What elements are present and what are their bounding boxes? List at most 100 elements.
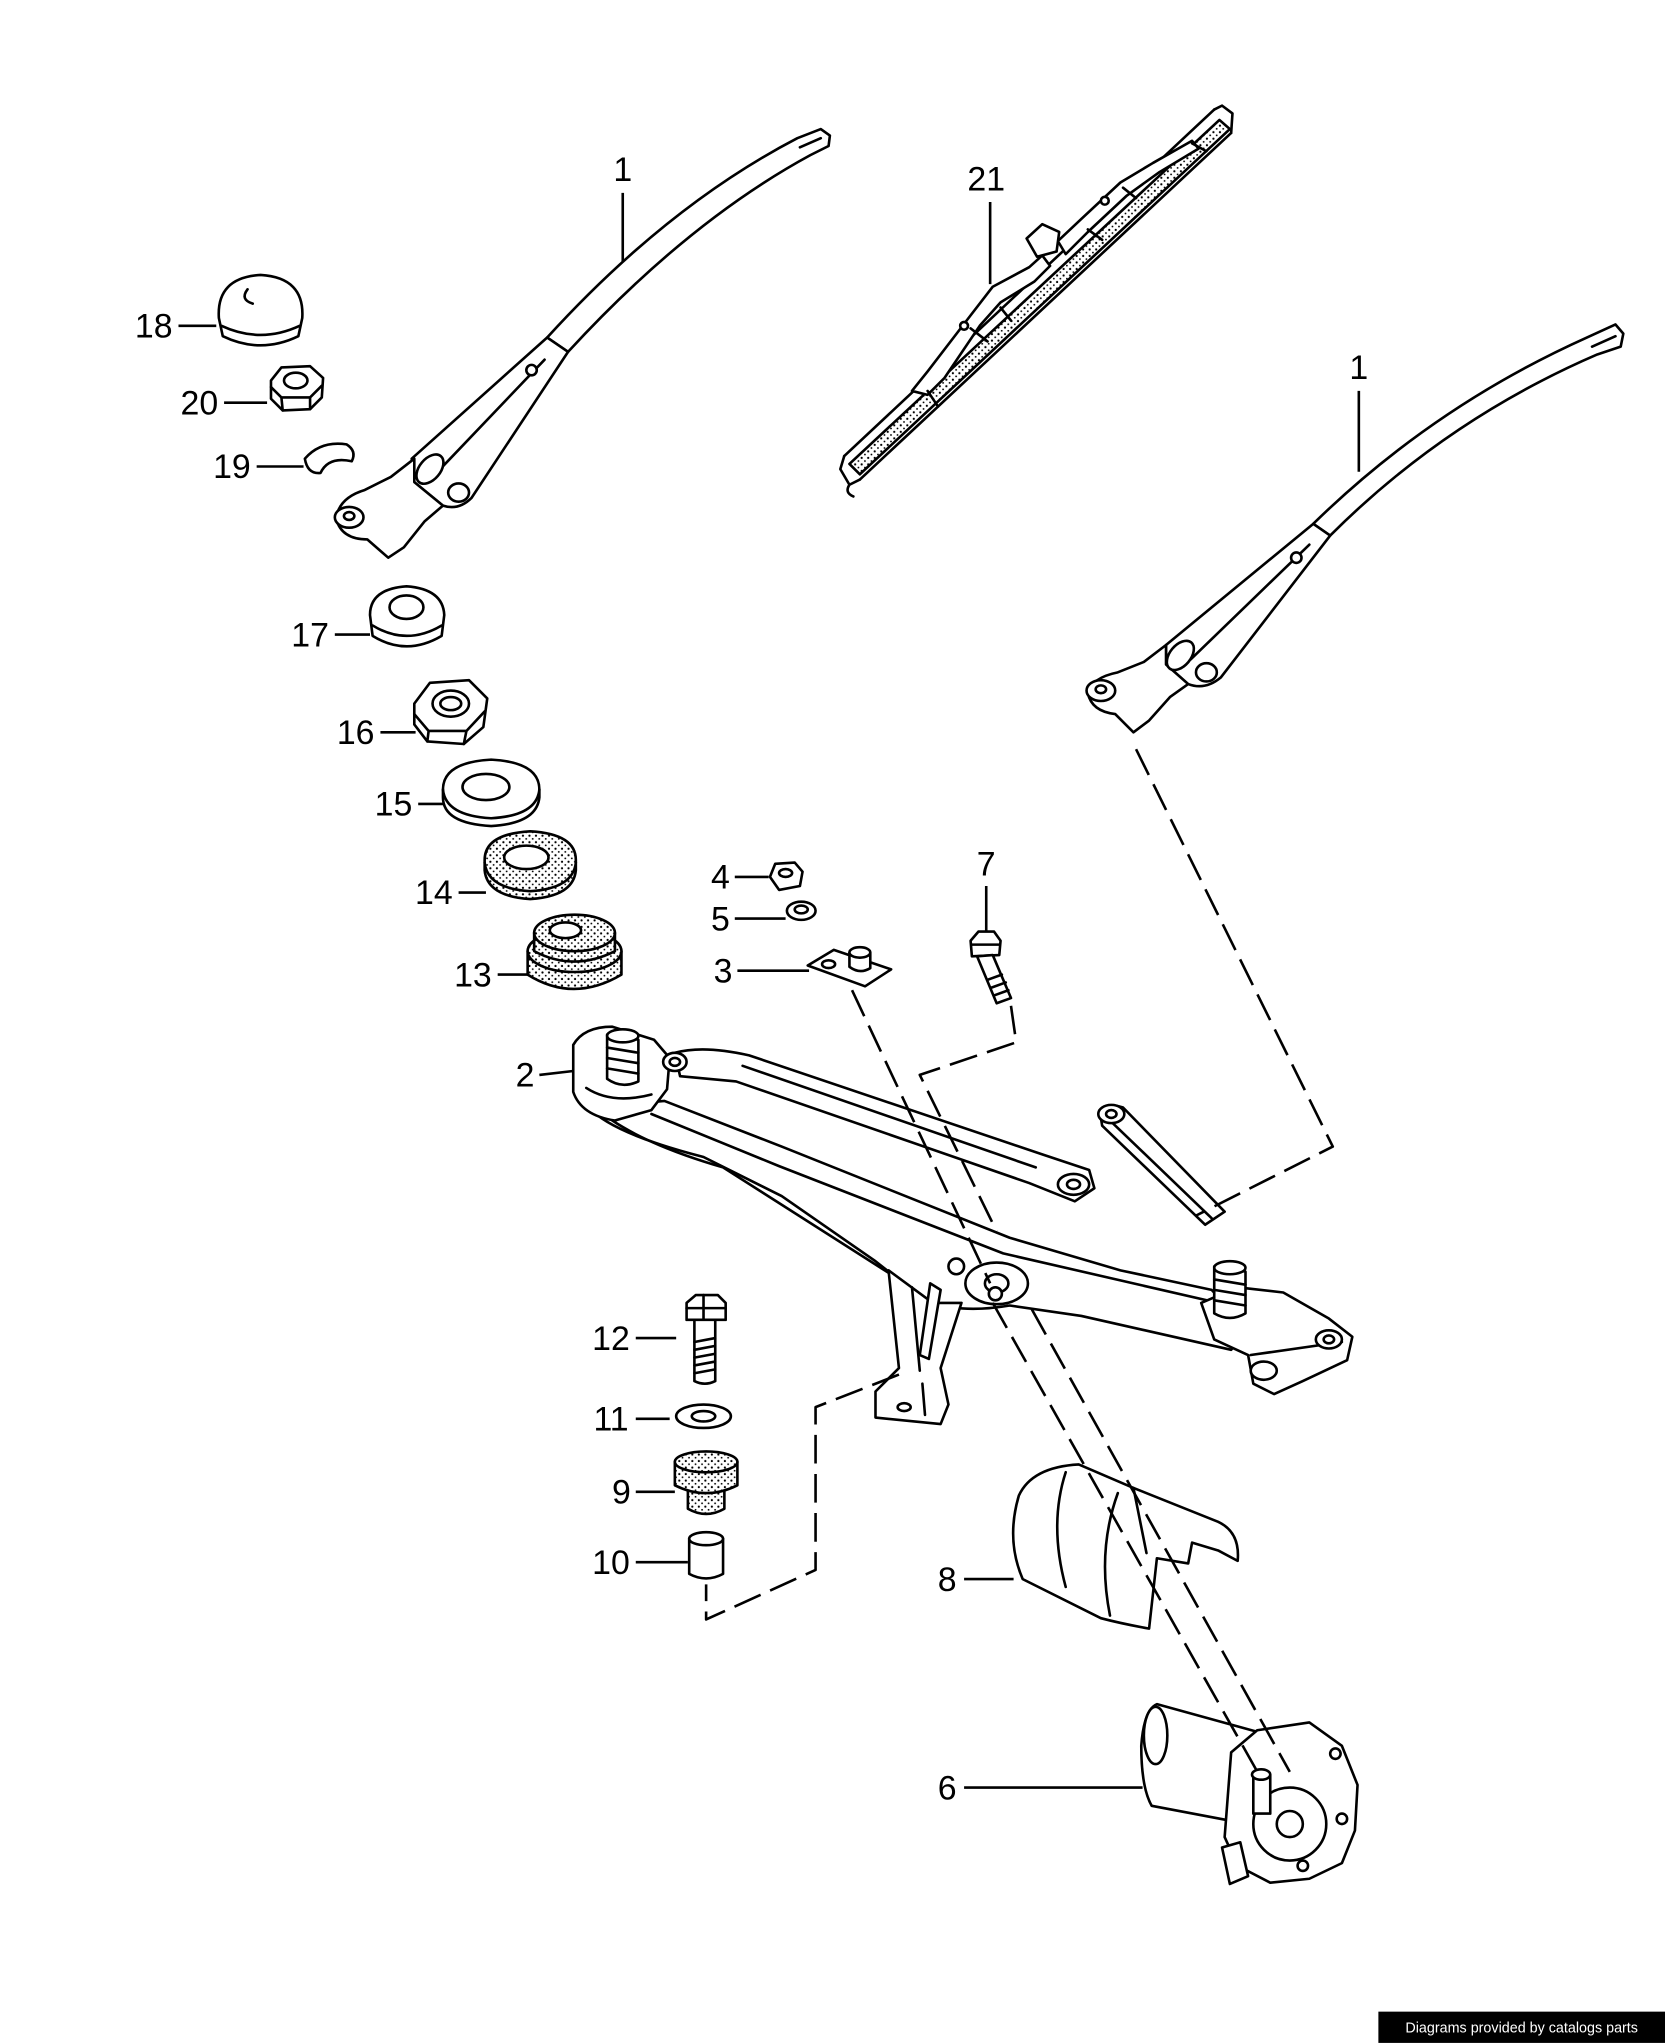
cover-shell <box>1011 1463 1240 1630</box>
assembly-lines <box>704 748 1335 1780</box>
blade-rivet <box>1099 195 1110 206</box>
callout-labels: 1 21 18 20 19 1 17 16 15 4 7 5 14 3 13 2… <box>135 151 1368 1807</box>
blade-end-cap-bottom <box>839 454 862 498</box>
bracket-edges <box>910 1285 927 1417</box>
rubber-mount <box>673 1450 739 1516</box>
footer-credit: Diagrams provided by catalogs parts <box>1378 2011 1665 2043</box>
callout-bracket-plate: 3 <box>714 952 733 990</box>
assembly-line <box>918 1005 1018 1232</box>
cap-mark <box>243 288 255 305</box>
callout-hex-bolt-lower: 12 <box>592 1320 630 1358</box>
hex-nut <box>412 678 489 746</box>
gearbox-screw <box>1335 1812 1349 1826</box>
blade-rivet <box>958 320 970 332</box>
callout-motor-cover: 8 <box>938 1561 957 1599</box>
bracket-rib <box>918 1282 942 1361</box>
frame-channel-line <box>650 1112 1220 1305</box>
blade-end-cap-top <box>1212 104 1234 135</box>
washer-body <box>303 442 355 475</box>
bushing-hole <box>548 921 583 940</box>
hex-bolt-upper <box>969 930 1013 1005</box>
stud-nut <box>768 861 804 892</box>
callout-wiper-motor: 6 <box>938 1769 957 1807</box>
output-shaft-top <box>1250 1768 1272 1782</box>
cover-contours <box>1056 1470 1148 1617</box>
wiper-arm-left <box>333 127 832 559</box>
arm-mount-hole <box>342 510 356 522</box>
bolt-threads <box>693 1336 717 1375</box>
callout-crescent-washer: 19 <box>213 448 251 486</box>
callout-cover-cap: 18 <box>135 308 173 346</box>
arm-mount-eye <box>1085 678 1117 703</box>
right-spindle-top <box>1212 1259 1247 1276</box>
connecting-link-rod <box>1098 1104 1226 1227</box>
cap-rim <box>220 324 301 337</box>
right-pivot-foot <box>1249 1360 1279 1382</box>
washer-edge <box>441 788 541 820</box>
connecting-link-edge <box>1108 1119 1213 1220</box>
arm-hinge-pin <box>1194 661 1219 683</box>
left-spindle-top <box>605 1028 640 1044</box>
hex-bolt-lower <box>685 1293 727 1385</box>
grommet-base <box>371 624 443 638</box>
stud-washer <box>785 900 817 922</box>
ring-hole <box>502 844 550 871</box>
bolt-shank <box>693 1318 717 1385</box>
nut-hole <box>282 371 309 390</box>
callout-wiper-arm-right: 1 <box>1349 349 1368 387</box>
right-lever-eye <box>1314 1328 1344 1350</box>
motor-connector <box>1220 1840 1250 1886</box>
ring-edge <box>483 861 578 893</box>
crank-bolt <box>987 1285 1004 1302</box>
flat-washer <box>441 758 541 828</box>
callout-stud-washer: 5 <box>711 900 730 938</box>
left-lever-eye <box>661 1051 688 1073</box>
rubber-bushing <box>526 913 623 991</box>
plate-hole <box>820 958 837 970</box>
sleeve-body <box>687 1537 725 1580</box>
callout-rubber-ring: 14 <box>415 874 453 912</box>
cap-grommet <box>368 585 446 648</box>
arm-ridge <box>1189 543 1311 661</box>
gearbox-screw <box>1328 1747 1342 1761</box>
crank-disc <box>964 1261 1030 1306</box>
arm-spring-strip <box>1311 323 1625 537</box>
connecting-link-hole <box>1104 1108 1118 1120</box>
grommet-hole <box>388 594 425 621</box>
wiper-motor <box>1139 1702 1359 1886</box>
callout-rubber-bushing: 13 <box>454 956 492 994</box>
bracket-hole <box>896 1401 912 1413</box>
assembly-line <box>1134 748 1335 1217</box>
left-pivot-edge <box>584 1086 653 1100</box>
spacer-sleeve <box>687 1530 725 1580</box>
credit-box <box>1378 2011 1665 2043</box>
nut-bore <box>431 689 471 718</box>
blade-claws <box>926 142 1208 408</box>
assembly-line <box>704 1373 900 1621</box>
callout-wiper-blade: 21 <box>967 160 1005 198</box>
callout-cap-grommet: 17 <box>291 616 329 654</box>
arm-hinge-pin <box>446 482 471 503</box>
arm-collar <box>1165 639 1196 672</box>
wiper-linkage-frame <box>571 1025 1354 1426</box>
nut-facets <box>269 384 324 412</box>
nut-thread <box>439 695 463 712</box>
callout-hex-bolt-upper: 7 <box>977 846 996 884</box>
bolt-head-edge <box>685 1293 727 1322</box>
assembly-line <box>991 1302 1263 1780</box>
drive-link-hole <box>1065 1178 1082 1191</box>
callout-stud-nut: 4 <box>711 859 730 897</box>
wiper-blade <box>839 104 1234 498</box>
callout-wiper-arm-left: 1 <box>613 151 632 189</box>
arm-collar <box>415 453 445 486</box>
rubber-ring <box>483 829 578 901</box>
sleeve-top <box>687 1530 725 1547</box>
washer-body <box>785 900 817 922</box>
drive-link-eye <box>1056 1172 1091 1197</box>
callout-flat-washer: 15 <box>375 786 413 824</box>
washer-body <box>674 1403 733 1430</box>
right-lever-hole <box>1322 1334 1336 1345</box>
frame-lower-line <box>611 1119 901 1281</box>
gearbox-screw <box>1296 1859 1310 1873</box>
arm-tip-hook <box>1590 334 1617 348</box>
